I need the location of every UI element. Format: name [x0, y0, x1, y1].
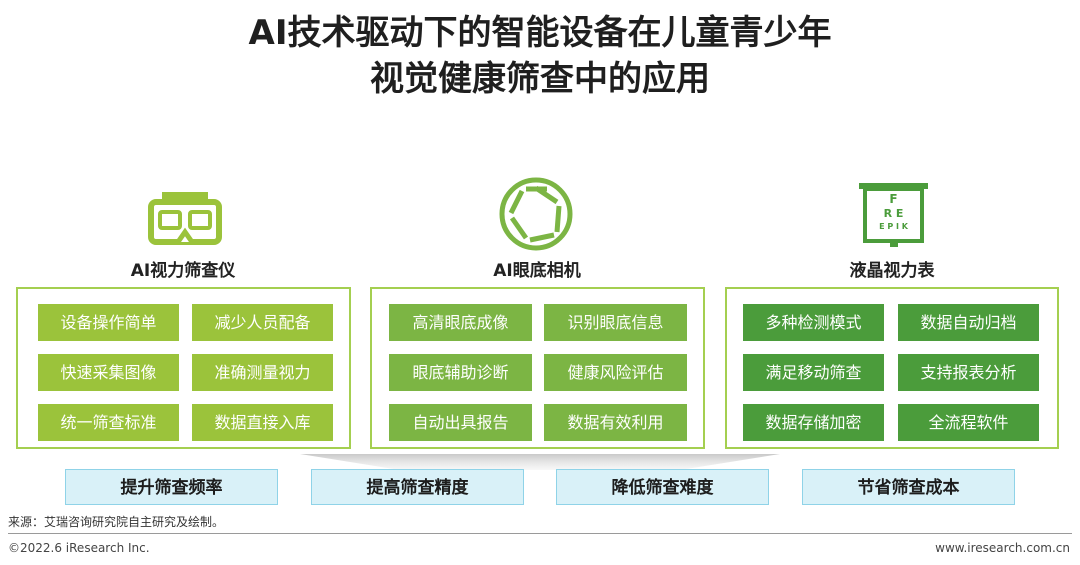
benefit-box: 提高筛查精度 [311, 469, 524, 505]
feature-box: 健康风险评估 [544, 354, 687, 391]
feature-box: 全流程软件 [898, 404, 1039, 441]
eye-chart-icon: F R E E P I K [857, 181, 930, 249]
feature-panel-ai-vision-screener: 设备操作简单 减少人员配备 快速采集图像 准确测量视力 统一筛查标准 数据直接入… [16, 287, 351, 449]
feature-box: 统一筛查标准 [38, 404, 179, 441]
feature-box: 支持报表分析 [898, 354, 1039, 391]
eye-chart-row-2: R E [883, 207, 904, 220]
benefit-box: 节省筛查成本 [802, 469, 1015, 505]
eye-chart-row-1: F [889, 192, 898, 206]
benefit-box: 提升筛查频率 [65, 469, 278, 505]
feature-box: 多种检测模式 [743, 304, 884, 341]
feature-box: 眼底辅助诊断 [389, 354, 532, 391]
feature-box: 数据直接入库 [192, 404, 333, 441]
column-title-ai-fundus-camera: AI眼底相机 [493, 261, 581, 281]
feature-box: 高清眼底成像 [389, 304, 532, 341]
feature-panel-lcd-eye-chart: 多种检测模式 数据自动归档 满足移动筛查 支持报表分析 数据存储加密 全流程软件 [725, 287, 1059, 449]
title-line-1: AI技术驱动下的智能设备在儿童青少年 [248, 13, 832, 53]
feature-box: 准确测量视力 [192, 354, 333, 391]
column-title-ai-vision-screener: AI视力筛查仪 [130, 261, 236, 281]
copyright: ©2022.6 iResearch Inc. [8, 541, 150, 555]
feature-box: 快速采集图像 [38, 354, 179, 391]
website-link[interactable]: www.iresearch.com.cn [935, 541, 1070, 555]
column-title-lcd-eye-chart: 液晶视力表 [849, 261, 935, 281]
feature-box: 减少人员配备 [192, 304, 333, 341]
feature-panel-ai-fundus-camera: 高清眼底成像 识别眼底信息 眼底辅助诊断 健康风险评估 自动出具报告 数据有效利… [370, 287, 705, 449]
benefit-box: 降低筛查难度 [556, 469, 769, 505]
feature-box: 自动出具报告 [389, 404, 532, 441]
footer-divider [8, 533, 1072, 534]
source-note: 来源：艾瑞咨询研究院自主研究及绘制。 [8, 515, 225, 529]
feature-box: 满足移动筛查 [743, 354, 884, 391]
feature-box: 数据有效利用 [544, 404, 687, 441]
feature-box: 设备操作简单 [38, 304, 179, 341]
title-line-2: 视觉健康筛查中的应用 [370, 59, 710, 99]
vr-headset-icon [148, 192, 222, 245]
eye-chart-row-3: E P I K [879, 222, 908, 231]
feature-box: 数据自动归档 [898, 304, 1039, 341]
feature-box: 数据存储加密 [743, 404, 884, 441]
camera-aperture-icon [499, 177, 573, 251]
page-title: AI技术驱动下的智能设备在儿童青少年 视觉健康筛查中的应用 [0, 10, 1080, 102]
feature-box: 识别眼底信息 [544, 304, 687, 341]
